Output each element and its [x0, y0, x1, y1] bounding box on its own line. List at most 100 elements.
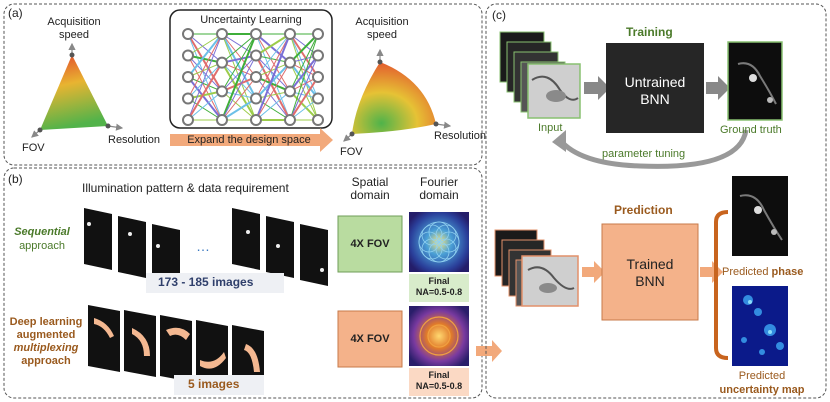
- network-node: [182, 92, 194, 105]
- left-fov-label: FOV: [22, 142, 45, 154]
- sequential-title: Sequential: [14, 226, 70, 238]
- network-edge: [187, 62, 223, 121]
- network-node: [216, 56, 228, 69]
- network-edge: [187, 33, 223, 56]
- network-node: [250, 114, 262, 126]
- sequential-ellipsis: …: [196, 238, 210, 254]
- ground-truth-label: Ground truth: [720, 124, 782, 136]
- sequential-final: Final NA=0.5-0.8: [415, 276, 463, 297]
- network-edge: [221, 90, 257, 121]
- panel-b-label: (b): [8, 172, 23, 186]
- network-edge: [187, 55, 223, 121]
- panel-b-border: [3, 167, 483, 399]
- network-edge: [289, 62, 319, 121]
- input-to-bnn-arrow: [584, 76, 610, 100]
- network-edge: [255, 33, 291, 64]
- network-node: [182, 71, 194, 83]
- network-edge: [187, 76, 223, 92]
- patterns-header: Illumination pattern & data requirement: [82, 181, 289, 195]
- network-edge: [221, 76, 257, 121]
- multiplex-line3: multiplexing: [13, 342, 79, 354]
- predicted-phase-label: Predicted phase: [722, 266, 803, 279]
- network-edge: [187, 33, 223, 121]
- fourier-header: Fourier domain: [419, 175, 459, 202]
- right-fov-label: FOV: [340, 146, 363, 158]
- expanded-design-space: [352, 62, 436, 134]
- network-edge: [255, 33, 291, 57]
- network-edge: [221, 33, 257, 121]
- panel-c-border: [485, 3, 827, 399]
- parameter-tuning-label: parameter tuning: [602, 148, 686, 160]
- network-node: [284, 28, 296, 40]
- prediction-input-stack: [494, 229, 579, 307]
- panel-a-label: (a): [8, 6, 23, 20]
- network-node: [312, 92, 324, 105]
- network-edge: [255, 55, 291, 121]
- sequential-final-box: [409, 274, 469, 302]
- network-node: [182, 28, 194, 40]
- sequential-spatial-box: [337, 215, 403, 273]
- untrained-bnn-label: Untrained BNN: [624, 74, 686, 107]
- multiplex-final: Final NA=0.5-0.8: [415, 370, 463, 391]
- sequential-fov: 4X FOV: [350, 238, 390, 250]
- prediction-title: Prediction: [614, 203, 673, 217]
- left-speed-label: Acquisition speed: [47, 16, 101, 41]
- network-edge: [221, 62, 257, 121]
- multiplex-fov: 4X FOV: [350, 333, 390, 345]
- network-edge: [187, 76, 223, 121]
- network-node: [284, 85, 296, 98]
- network-node: [250, 92, 262, 105]
- network-edge: [289, 62, 319, 100]
- network-edge: [255, 61, 291, 100]
- output-bracket: [714, 210, 729, 360]
- network-edge: [221, 76, 257, 93]
- network-node: [216, 28, 228, 40]
- network-edge: [289, 33, 319, 121]
- multiplex-count: 5 images: [188, 377, 240, 391]
- multiplexing-patterns: [88, 305, 264, 392]
- network-edge: [187, 33, 223, 92]
- network-edge: [187, 90, 223, 121]
- predicted-unc-prefix: Predicted: [738, 370, 786, 382]
- network-edge: [187, 62, 223, 78]
- network-edge: [187, 33, 223, 64]
- network-node: [216, 114, 228, 126]
- network-edge: [255, 76, 291, 93]
- network-edge: [255, 62, 291, 121]
- untrained-bnn-box: [606, 43, 704, 133]
- network-edge: [255, 62, 291, 78]
- multiplex-line2: augmented: [16, 329, 76, 341]
- network-node: [284, 114, 296, 126]
- design-space-triangle: [40, 55, 108, 130]
- network-edge: [289, 76, 319, 121]
- left-resolution-label: Resolution: [108, 134, 160, 146]
- network-nodes: [182, 28, 324, 126]
- network-edge: [187, 55, 223, 92]
- network-edge: [187, 33, 223, 99]
- predicted-phase-prefix: Predicted: [722, 266, 772, 278]
- network-edge: [255, 33, 291, 92]
- expand-arrow-label: Expand the design space: [187, 134, 311, 146]
- network-edge: [187, 33, 223, 78]
- network-node: [284, 56, 296, 69]
- input-label: Input: [538, 122, 563, 134]
- expand-arrow: [170, 128, 333, 152]
- input-to-trained-arrow: [582, 261, 605, 283]
- to-panel-c-arrow: [476, 340, 502, 362]
- network-edge: [255, 33, 291, 121]
- network-node: [182, 49, 194, 62]
- bnn-to-gt-arrow: [706, 76, 730, 100]
- right-speed-label: Acquisition speed: [355, 16, 409, 41]
- network-edge: [289, 33, 319, 64]
- network-node: [312, 114, 324, 126]
- network-node: [312, 49, 324, 62]
- parameter-tuning-arrow: [558, 129, 749, 169]
- network-node: [250, 71, 262, 83]
- trained-bnn-label: Trained BNN: [626, 256, 674, 289]
- training-input-stack: [499, 31, 581, 119]
- multiplex-spatial-box: [337, 310, 403, 368]
- network-node: [216, 85, 228, 98]
- network-edge: [255, 33, 291, 78]
- predicted-phase-bold: phase: [771, 266, 804, 278]
- network-node: [312, 71, 324, 83]
